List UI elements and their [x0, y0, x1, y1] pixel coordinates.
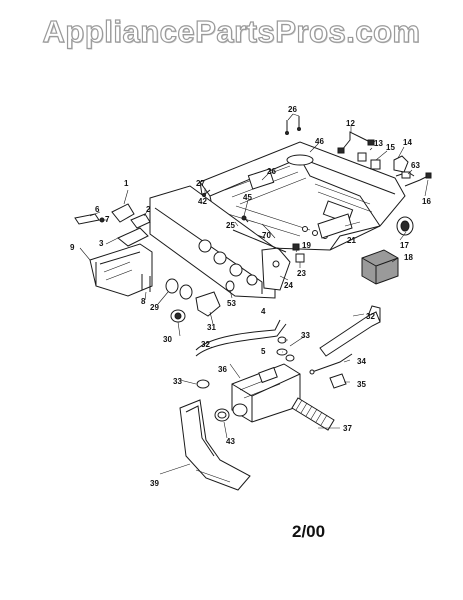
callout-19: 19 [302, 241, 311, 250]
callout-46: 46 [315, 137, 324, 146]
callout-5: 5 [261, 347, 266, 356]
knobs [165, 278, 235, 323]
callout-labels: 1 2 3 4 5 6 7 8 9 12 13 14 15 16 17 18 1… [70, 105, 431, 488]
pins-8 [141, 274, 151, 292]
callout-6: 6 [95, 205, 100, 214]
callout-23: 23 [297, 269, 306, 278]
callout-35: 35 [357, 380, 366, 389]
callout-34: 34 [357, 357, 366, 366]
dispenser-drawer-assembly [74, 203, 153, 297]
callout-26-frame: 26 [267, 167, 276, 176]
callout-53: 53 [227, 299, 236, 308]
console-panel-27 [149, 185, 291, 299]
callout-14: 14 [403, 138, 412, 147]
callout-16: 16 [422, 197, 431, 206]
hoses-32 [195, 305, 381, 357]
callout-9: 9 [70, 243, 75, 252]
callout-1: 1 [124, 179, 129, 188]
callout-30: 30 [163, 335, 172, 344]
callout-7: 7 [105, 215, 110, 224]
callout-21: 21 [347, 236, 356, 245]
callout-29: 29 [150, 303, 159, 312]
callout-31: 31 [207, 323, 216, 332]
callout-33-lower: 33 [173, 377, 182, 386]
callout-32-left: 32 [201, 340, 210, 349]
callout-36: 36 [218, 365, 227, 374]
callout-37: 37 [343, 424, 352, 433]
small-fasteners [202, 189, 305, 263]
callout-26-top: 26 [288, 105, 297, 114]
module-18 [361, 249, 399, 285]
callout-18: 18 [404, 253, 413, 262]
callout-12: 12 [346, 119, 355, 128]
bracket-21 [317, 213, 353, 239]
callout-45: 45 [243, 193, 252, 202]
callout-63: 63 [411, 161, 420, 170]
pump-assembly-36 [231, 363, 301, 423]
callout-24: 24 [284, 281, 293, 290]
corrugated-hose-37 [291, 397, 335, 431]
callout-4: 4 [261, 307, 266, 316]
callout-17: 17 [400, 241, 409, 250]
leader-lines [79, 113, 429, 475]
callout-2: 2 [146, 205, 151, 214]
callout-8: 8 [141, 297, 146, 306]
lever-34-valve-35 [309, 353, 353, 389]
seal-43 [214, 408, 230, 422]
revision-date: 2/00 [292, 522, 326, 541]
callout-25: 25 [226, 221, 235, 230]
top-screws [285, 116, 301, 135]
duct-39 [179, 399, 251, 491]
watermark-logo: AppliancePartsPros.com [42, 13, 421, 49]
wire-harness-12 [337, 131, 375, 154]
callout-15: 15 [386, 143, 395, 152]
callout-70: 70 [262, 231, 271, 240]
callout-27: 27 [196, 179, 205, 188]
callout-43: 43 [226, 437, 235, 446]
callout-39: 39 [150, 479, 159, 488]
callout-32-right: 32 [366, 312, 375, 321]
knob-17 [396, 216, 414, 236]
clips-and-terminals [357, 152, 432, 187]
callout-42: 42 [198, 197, 207, 206]
callout-33-upper: 33 [301, 331, 310, 340]
console-frame [199, 141, 406, 251]
callout-13: 13 [374, 139, 383, 148]
callout-3: 3 [99, 239, 104, 248]
